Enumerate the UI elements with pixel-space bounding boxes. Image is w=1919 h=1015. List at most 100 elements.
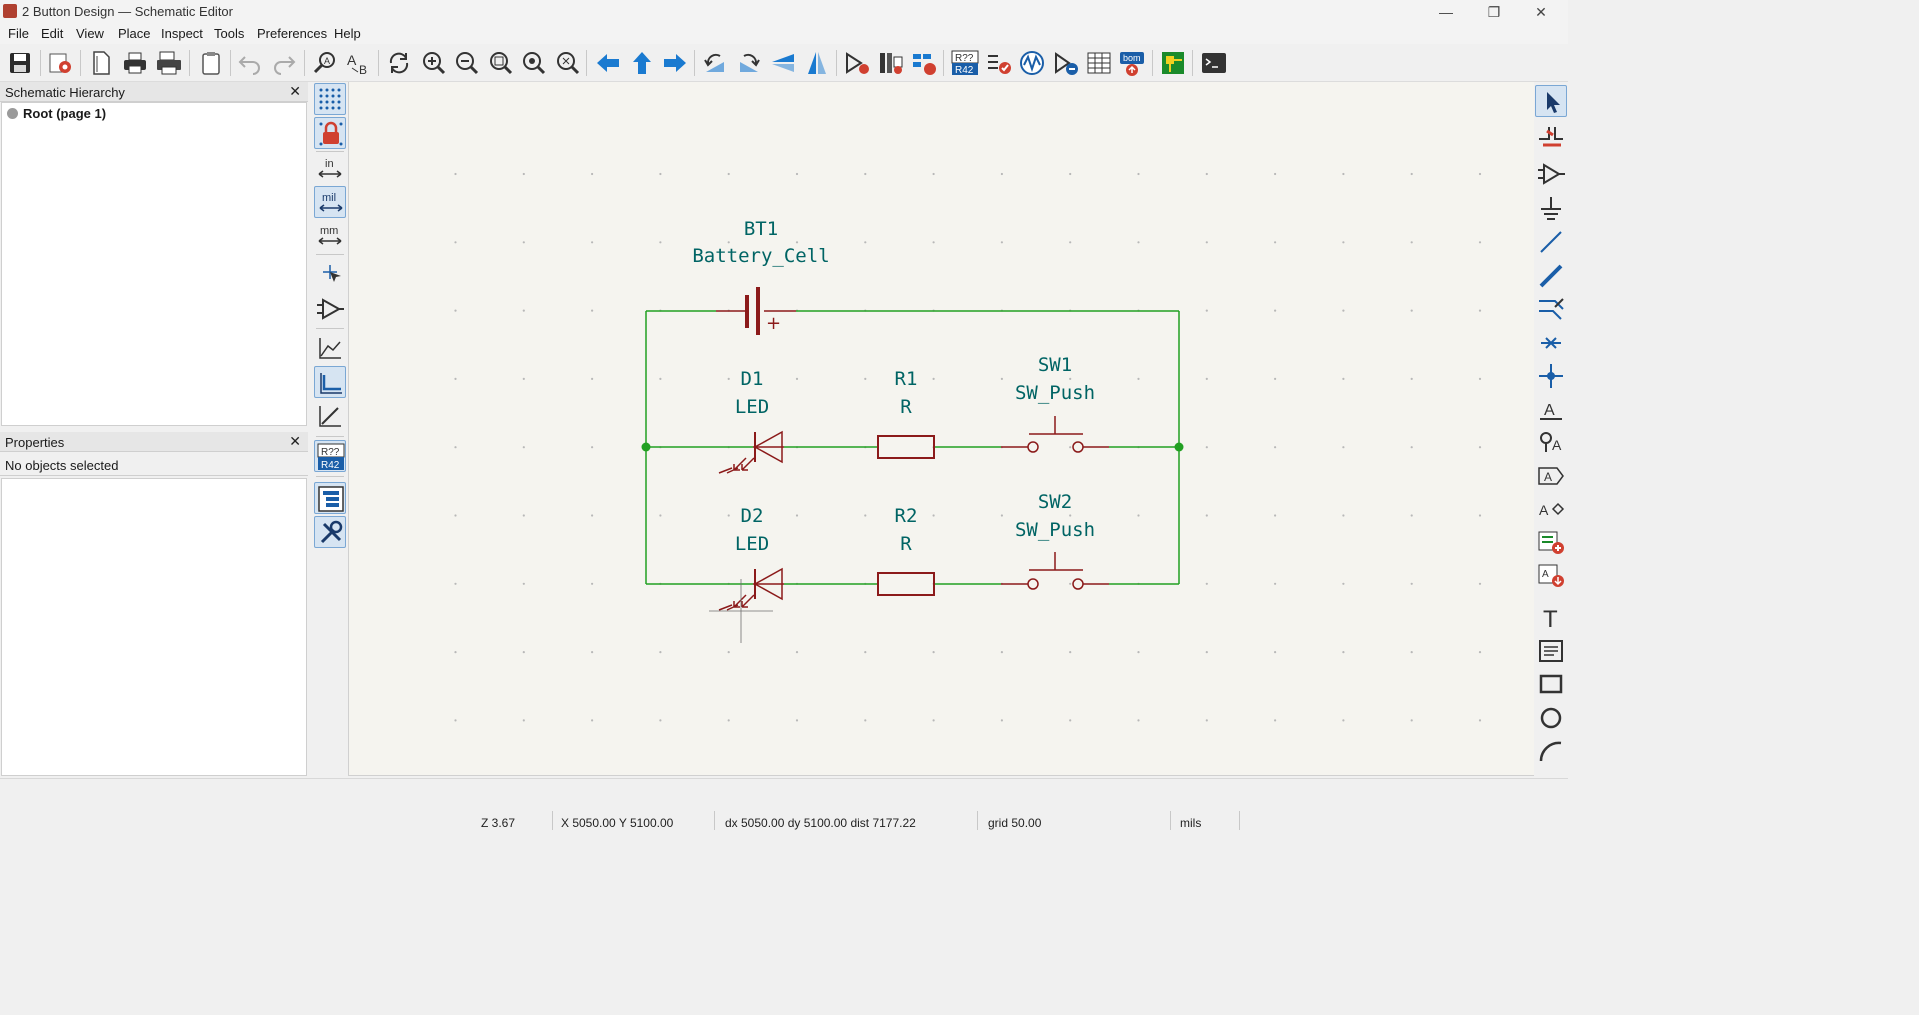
import-sheet-pin-tool-icon[interactable]: A xyxy=(1535,559,1567,591)
ref-r1[interactable]: R1 xyxy=(895,368,918,390)
add-bus-tool-icon[interactable] xyxy=(1535,260,1567,292)
line-mode-90-icon[interactable] xyxy=(314,366,346,398)
menu-tools[interactable]: Tools xyxy=(214,26,245,41)
annotate-icon[interactable]: R??R42 xyxy=(950,48,980,78)
line-mode-45-icon[interactable] xyxy=(314,400,346,432)
hierarchy-navigator-icon[interactable] xyxy=(314,482,346,514)
close-properties-panel-button[interactable]: ✕ xyxy=(289,433,301,449)
schematic-canvas[interactable]: + BT1 Battery_Cell D1 LED xyxy=(348,82,1534,776)
grid-override-lock-icon[interactable] xyxy=(314,117,346,149)
refresh-icon[interactable] xyxy=(384,48,414,78)
menu-inspect[interactable]: Inspect xyxy=(161,26,203,41)
menu-file[interactable]: File xyxy=(8,26,29,41)
zoom-selection-icon[interactable] xyxy=(552,48,582,78)
navigate-back-icon[interactable] xyxy=(593,48,623,78)
full-crosshair-icon[interactable] xyxy=(314,256,346,288)
symbol-library-browser-icon[interactable] xyxy=(876,48,906,78)
find-icon[interactable]: A xyxy=(310,48,340,78)
menu-preferences[interactable]: Preferences xyxy=(257,26,328,41)
menu-help[interactable]: Help xyxy=(334,26,361,41)
ref-r2[interactable]: R2 xyxy=(895,505,918,527)
footprint-assign-icon[interactable] xyxy=(909,48,939,78)
ref-bt1[interactable]: BT1 xyxy=(744,218,778,240)
hierarchy-root-item[interactable]: Root (page 1) xyxy=(23,106,107,121)
add-no-connect-tool-icon[interactable] xyxy=(1535,327,1567,359)
add-circle-tool-icon[interactable] xyxy=(1535,702,1567,734)
erc-icon[interactable] xyxy=(984,48,1014,78)
resistor-symbol-r1[interactable]: R1 R xyxy=(877,368,935,459)
schematic-drawing[interactable]: + BT1 Battery_Cell D1 LED xyxy=(349,82,1535,776)
add-net-class-directive-icon[interactable]: A xyxy=(1535,426,1567,458)
battery-symbol-bt1[interactable]: + BT1 Battery_Cell xyxy=(692,218,830,335)
bom-icon[interactable]: bom xyxy=(1117,48,1147,78)
add-wire-tool-icon[interactable] xyxy=(1535,226,1567,258)
value-d1[interactable]: LED xyxy=(735,396,769,418)
show-pin-electrical-type-icon[interactable] xyxy=(314,293,346,325)
paste-icon[interactable] xyxy=(196,48,226,78)
bulk-edit-fields-icon[interactable] xyxy=(1084,48,1114,78)
units-mm-button[interactable]: mm xyxy=(314,220,346,252)
menu-view[interactable]: View xyxy=(76,26,104,41)
zoom-out-icon[interactable] xyxy=(451,48,481,78)
ref-sw2[interactable]: SW2 xyxy=(1038,491,1072,513)
value-r1[interactable]: R xyxy=(900,396,912,418)
value-r2[interactable]: R xyxy=(900,533,912,555)
page-settings-icon[interactable] xyxy=(86,48,116,78)
add-label-tool-icon[interactable]: A xyxy=(1535,393,1567,425)
value-d2[interactable]: LED xyxy=(735,533,769,555)
highlight-net-tool-icon[interactable] xyxy=(1535,119,1567,151)
schematic-setup-icon[interactable] xyxy=(46,48,76,78)
undo-icon[interactable] xyxy=(235,48,265,78)
navigate-forward-icon[interactable] xyxy=(660,48,690,78)
units-mil-button[interactable]: mil xyxy=(314,186,346,218)
add-arc-tool-icon[interactable] xyxy=(1535,735,1567,767)
add-rectangle-tool-icon[interactable] xyxy=(1535,668,1567,700)
menu-place[interactable]: Place xyxy=(118,26,151,41)
edit-footprints-icon[interactable] xyxy=(1051,48,1081,78)
ref-sw1[interactable]: SW1 xyxy=(1038,354,1072,376)
minimize-button[interactable]: — xyxy=(1439,4,1453,20)
switch-symbol-sw1[interactable]: SW1 SW_Push xyxy=(1001,354,1109,453)
led-symbol-d2[interactable]: D2 LED xyxy=(718,505,784,611)
add-hierarchical-label-tool-icon[interactable]: A xyxy=(1535,493,1567,525)
zoom-fit-icon[interactable] xyxy=(485,48,515,78)
simulator-icon[interactable] xyxy=(1017,48,1047,78)
pcb-editor-icon[interactable] xyxy=(1158,48,1188,78)
close-hierarchy-panel-button[interactable]: ✕ xyxy=(289,83,301,99)
zoom-in-icon[interactable] xyxy=(418,48,448,78)
add-junction-tool-icon[interactable] xyxy=(1535,360,1567,392)
line-mode-free-icon[interactable] xyxy=(314,332,346,364)
add-text-tool-icon[interactable]: T xyxy=(1535,601,1567,633)
print-icon[interactable] xyxy=(120,48,150,78)
units-inch-button[interactable]: in xyxy=(314,153,346,185)
add-sheet-tool-icon[interactable] xyxy=(1535,526,1567,558)
led-symbol-d1[interactable]: D1 LED xyxy=(718,368,784,474)
symbol-editor-icon[interactable] xyxy=(842,48,872,78)
resistor-symbol-r2[interactable]: R2 R xyxy=(877,505,935,596)
value-sw2[interactable]: SW_Push xyxy=(1015,519,1095,541)
mirror-horizontal-icon[interactable] xyxy=(802,48,832,78)
scripting-console-icon[interactable] xyxy=(1199,48,1229,78)
value-sw1[interactable]: SW_Push xyxy=(1015,382,1095,404)
close-window-button[interactable]: ✕ xyxy=(1535,4,1547,20)
add-global-label-tool-icon[interactable]: A xyxy=(1535,460,1567,492)
redo-icon[interactable] xyxy=(269,48,299,78)
navigate-up-icon[interactable] xyxy=(627,48,657,78)
add-symbol-tool-icon[interactable] xyxy=(1535,158,1567,190)
zoom-objects-icon[interactable] xyxy=(518,48,548,78)
plot-icon[interactable] xyxy=(154,48,184,78)
auto-annotate-icon[interactable]: R??R42 xyxy=(314,440,346,472)
switch-symbol-sw2[interactable]: SW2 SW_Push xyxy=(1001,491,1109,590)
save-icon[interactable] xyxy=(5,48,35,78)
rotate-ccw-icon[interactable] xyxy=(700,48,730,78)
properties-manager-icon[interactable] xyxy=(314,516,346,548)
select-tool-icon[interactable] xyxy=(1535,85,1567,117)
add-power-tool-icon[interactable] xyxy=(1535,193,1567,225)
value-bt1[interactable]: Battery_Cell xyxy=(692,245,829,267)
mirror-vertical-icon[interactable] xyxy=(768,48,798,78)
grid-toggle-icon[interactable] xyxy=(314,83,346,115)
restore-button[interactable]: ❐ xyxy=(1487,4,1501,20)
ref-d2[interactable]: D2 xyxy=(741,505,764,527)
menu-edit[interactable]: Edit xyxy=(41,26,64,41)
